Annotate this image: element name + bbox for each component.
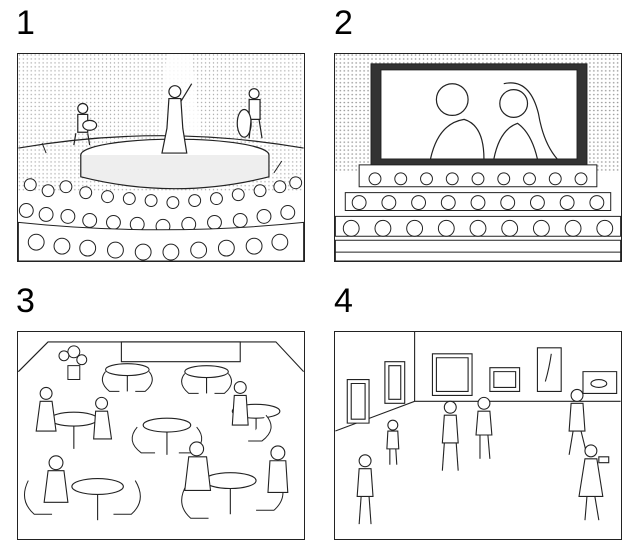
cafe-people <box>36 382 288 503</box>
panel-number-4: 4 <box>334 282 353 320</box>
gallery-visitors <box>357 389 609 524</box>
cinema-illustration <box>335 54 621 261</box>
cafe-chairs <box>24 372 282 519</box>
audience-crowd <box>18 143 303 261</box>
cafe-tables <box>50 364 280 520</box>
concert-illustration <box>18 54 304 261</box>
singer-figure <box>162 84 192 153</box>
concert-panel <box>17 53 305 262</box>
movie-screen <box>381 70 577 159</box>
panel-number-2: 2 <box>334 4 353 42</box>
gallery-panel <box>334 331 622 540</box>
auditorium-wall-line <box>18 136 303 148</box>
cellist-figure <box>237 89 262 139</box>
gallery-illustration <box>335 332 621 539</box>
movie-couple <box>430 83 557 159</box>
gallery-paintings <box>347 348 616 423</box>
panel-number-1: 1 <box>16 4 35 42</box>
wall-picture <box>121 342 240 362</box>
cafe-panel <box>17 331 305 540</box>
panel-number-3: 3 <box>16 282 35 320</box>
cinema-panel <box>334 53 622 262</box>
stage-side <box>81 155 269 189</box>
cafe-illustration <box>18 332 304 539</box>
flower-vase <box>59 346 87 380</box>
guitarist-figure <box>74 104 97 146</box>
cinema-audience <box>335 173 620 261</box>
